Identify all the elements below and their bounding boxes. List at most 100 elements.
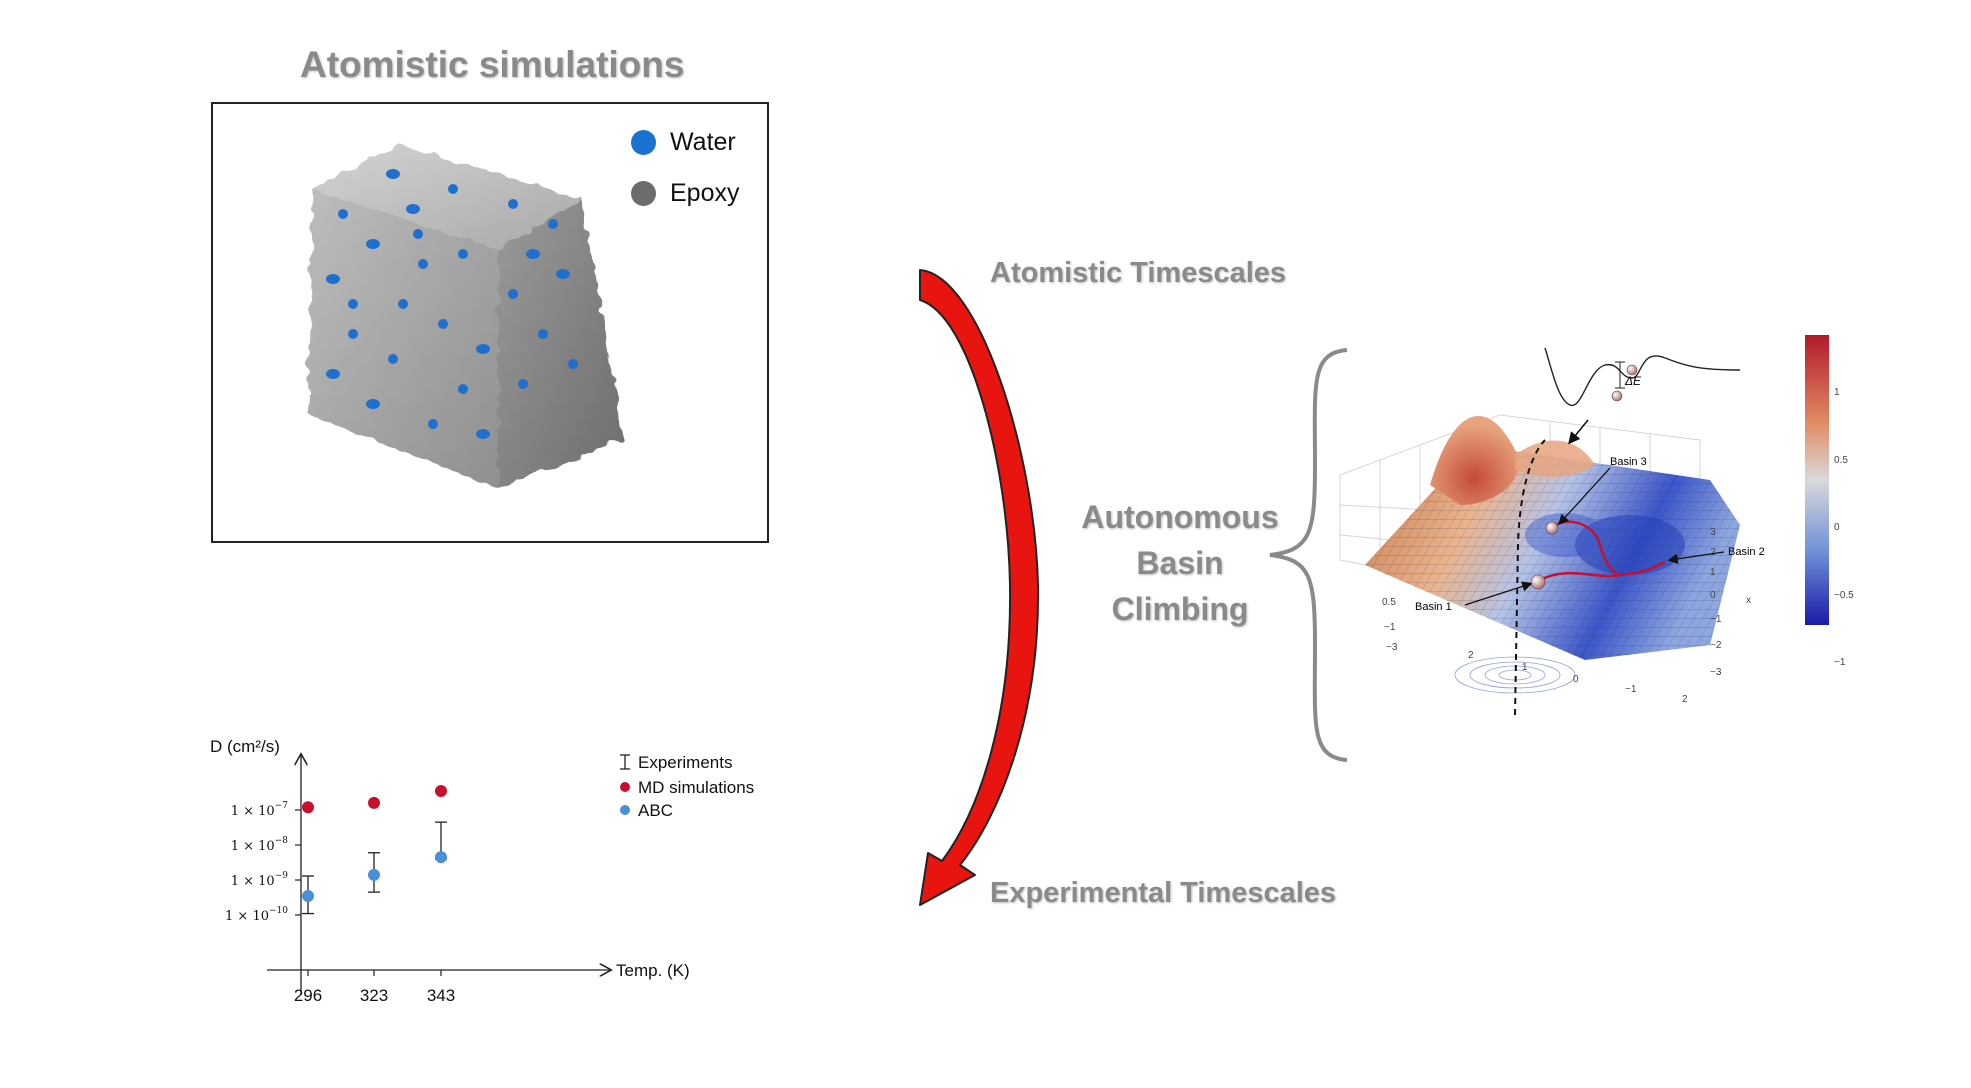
svg-text:0.5: 0.5 [1834, 455, 1848, 466]
svg-text:−1: −1 [1834, 657, 1846, 668]
svg-text:2: 2 [1710, 547, 1716, 558]
water-molecule [508, 289, 518, 299]
water-molecule [448, 184, 458, 194]
legend-water: Water [631, 128, 736, 157]
method-line-1: Autonomous [1081, 499, 1279, 535]
svg-text:0: 0 [1573, 674, 1579, 685]
x-tick-label: 323 [360, 986, 388, 1005]
panel-title-atomistic: Atomistic simulations [300, 44, 685, 85]
chart-legend: Experiments MD simulations ABC [620, 753, 754, 820]
water-molecule [476, 344, 490, 354]
cube-top-face [313, 144, 583, 249]
svg-text:2: 2 [1682, 694, 1688, 705]
water-molecule [526, 249, 540, 259]
water-molecule [556, 269, 570, 279]
method-line-3: Climbing [1111, 591, 1249, 627]
method-label: Autonomous Basin Climbing [1060, 494, 1300, 632]
x-tick-label: 343 [427, 986, 455, 1005]
water-molecule [338, 209, 348, 219]
label-experimental-timescales: Experimental Timescales [990, 877, 1337, 909]
svg-text:1: 1 [1834, 387, 1840, 398]
abc-point [435, 851, 447, 864]
md-point [368, 796, 380, 809]
svg-text:−2: −2 [1710, 640, 1722, 651]
water-molecule [366, 239, 380, 249]
basin-3-ball [1545, 521, 1559, 535]
water-molecule [548, 219, 558, 229]
basin-2-label: Basin 2 [1728, 546, 1765, 558]
epoxy-water-cube [308, 144, 623, 489]
curved-arrow-icon [919, 269, 1040, 906]
diffusion-chart: D (cm²/s) Temp. (K) 1 × 10−71 × 10−81 × … [210, 737, 754, 1005]
colorbar-ticks: 1 0.5 0 −0.5 −1 [1834, 387, 1854, 668]
water-molecule [326, 369, 340, 379]
energy-profile-curve [1544, 347, 1741, 406]
water-dot-icon [631, 130, 656, 155]
y-tick-label: 1 × 10−7 [231, 801, 289, 819]
legend-epoxy: Epoxy [631, 179, 739, 208]
svg-text:−3: −3 [1386, 642, 1398, 653]
water-molecule [348, 329, 358, 339]
water-molecule [366, 399, 380, 409]
delta-e-label: ΔE [1624, 374, 1642, 388]
water-molecule [418, 259, 428, 269]
inset-ball-right [1626, 364, 1638, 376]
cube-left-face [308, 189, 498, 489]
water-molecules [326, 169, 578, 439]
water-molecule [568, 359, 578, 369]
legend-abc: ABC [620, 801, 673, 820]
water-molecule [518, 379, 528, 389]
legend-md: MD simulations [620, 778, 754, 797]
svg-text:0: 0 [1710, 590, 1716, 601]
water-molecule [386, 169, 400, 179]
svg-text:0: 0 [1834, 522, 1840, 533]
legend-abc-label: ABC [638, 801, 673, 820]
md-point [302, 801, 314, 814]
legend-epoxy-label: Epoxy [670, 179, 740, 207]
svg-text:3: 3 [1710, 527, 1716, 538]
energy-landscape-plot: ΔE Basin 3 Basin 2 Basin 1 3 2 1 0 −1 −2… [1339, 335, 1854, 716]
basin-3-label: Basin 3 [1610, 456, 1647, 468]
svg-text:1: 1 [1522, 662, 1528, 673]
x-axis-label: Temp. (K) [616, 961, 690, 980]
legend-experiments-label: Experiments [638, 753, 732, 772]
svg-text:−1: −1 [1710, 614, 1722, 625]
water-molecule [538, 329, 548, 339]
method-line-2: Basin [1136, 545, 1224, 581]
curly-brace [1269, 348, 1348, 762]
y-axis-label: D (cm²/s) [210, 737, 280, 756]
y-tick-label: 1 × 10−9 [231, 871, 289, 889]
svg-text:−1: −1 [1384, 622, 1396, 633]
svg-text:1: 1 [1710, 567, 1716, 578]
legend-md-label: MD simulations [638, 778, 754, 797]
svg-text:−0.5: −0.5 [1834, 590, 1854, 601]
water-molecule [413, 229, 423, 239]
epoxy-dot-icon [631, 181, 656, 206]
timescale-arrow [919, 269, 1040, 906]
simulation-frame: Water Epoxy [211, 102, 769, 543]
contour-projection [1454, 656, 1576, 694]
water-molecule [398, 299, 408, 309]
colorbar [1805, 335, 1829, 625]
md-point [435, 784, 447, 797]
basin-1-label: Basin 1 [1415, 601, 1452, 613]
svg-text:−1: −1 [1625, 684, 1637, 695]
y-tick-label: 1 × 10−10 [225, 906, 288, 924]
y-tick-label: 1 × 10−8 [231, 836, 289, 854]
water-molecule [438, 319, 448, 329]
label-atomistic-timescales: Atomistic Timescales [990, 257, 1287, 289]
y-ticks: 1 × 10−7 1 × 10−8 1 × 10−9 1 × 10−10 [225, 801, 301, 924]
inset-ball-left [1611, 390, 1623, 402]
abc-point [368, 868, 380, 881]
cube-right-face [498, 199, 623, 489]
water-molecule [508, 199, 518, 209]
water-molecule [458, 384, 468, 394]
legend-water-label: Water [670, 128, 736, 156]
peak-mound [1430, 416, 1519, 505]
x-tick-label: 296 [294, 986, 322, 1005]
water-molecule [428, 419, 438, 429]
basin-2-well [1575, 515, 1685, 575]
water-molecule [458, 249, 468, 259]
abc-point [302, 889, 314, 902]
svg-text:x: x [1746, 595, 1751, 606]
